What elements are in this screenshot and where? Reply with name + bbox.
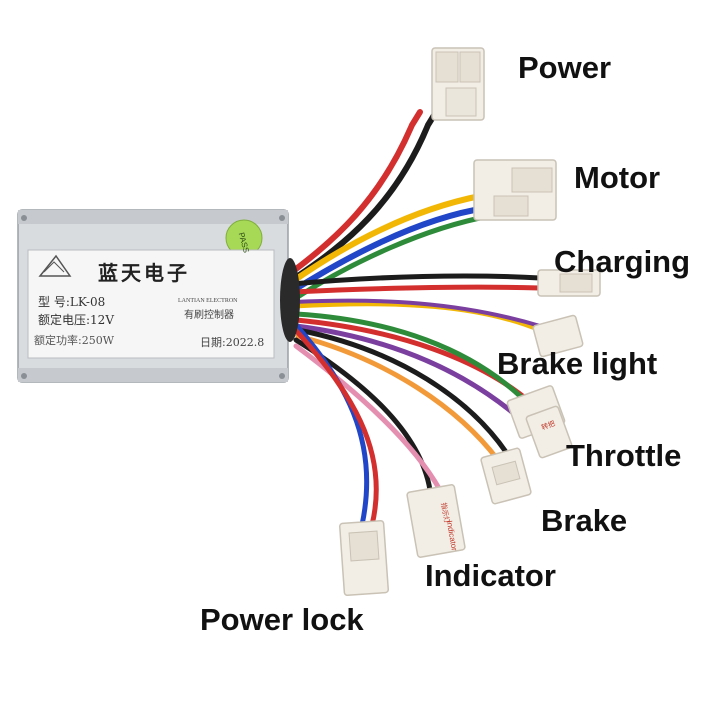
controller-label [27, 249, 275, 359]
connector-indicator [406, 484, 466, 558]
label-brake: Brake [541, 503, 628, 538]
wire-power-red [289, 109, 423, 275]
brand-logo [38, 254, 72, 277]
connector-throttle [506, 385, 573, 459]
connector-brake [480, 447, 532, 505]
label-model: 型 号:LK-08 [38, 295, 105, 309]
indicator-tag-cn: 指示灯 [439, 502, 452, 524]
label-voltage: 额定电压:12V [38, 312, 114, 327]
connector-power [431, 47, 485, 121]
label-throttle: Throttle [566, 438, 682, 473]
wire-powerlock-blue [287, 315, 370, 528]
label-charging: Charging [554, 244, 691, 279]
wire-throttle-purple [293, 323, 515, 415]
label-date: 日期:2022.8 [200, 336, 264, 349]
connectors [338, 47, 601, 596]
connector-brake-light [532, 314, 584, 358]
label-power-lock: Power lock [200, 602, 364, 637]
wire-brakelight-purple [292, 298, 542, 328]
wire-motor-blue [291, 205, 489, 293]
wire-motor-green [293, 213, 493, 301]
label-brand-cn: 蓝天电子 [98, 261, 190, 285]
label-motor: Motor [574, 160, 661, 195]
wire-brake-orange [295, 333, 501, 463]
controller-housing [17, 209, 300, 383]
wire-harness [287, 109, 543, 528]
wire-charging-red [289, 284, 543, 295]
connector-motor [473, 159, 557, 221]
label-brake-light: Brake light [497, 346, 658, 381]
wire-powerlock-red [289, 323, 379, 528]
label-power-rating: 额定功率:250W [34, 333, 115, 347]
wire-motor-yellow [289, 193, 483, 285]
wire-brake-black [295, 327, 509, 455]
label-indicator: Indicator [425, 558, 556, 593]
wire-indicator-pink [293, 343, 443, 493]
label-type-cn: 有刷控制器 [184, 308, 234, 321]
label-power: Power [518, 50, 612, 85]
label-brand-en: LANTIAN ELECTRON [178, 298, 238, 304]
wire-charging-black [289, 273, 543, 287]
wire-throttle-green [293, 311, 523, 399]
connector-charging [537, 269, 601, 297]
connector-power-lock [338, 520, 390, 596]
